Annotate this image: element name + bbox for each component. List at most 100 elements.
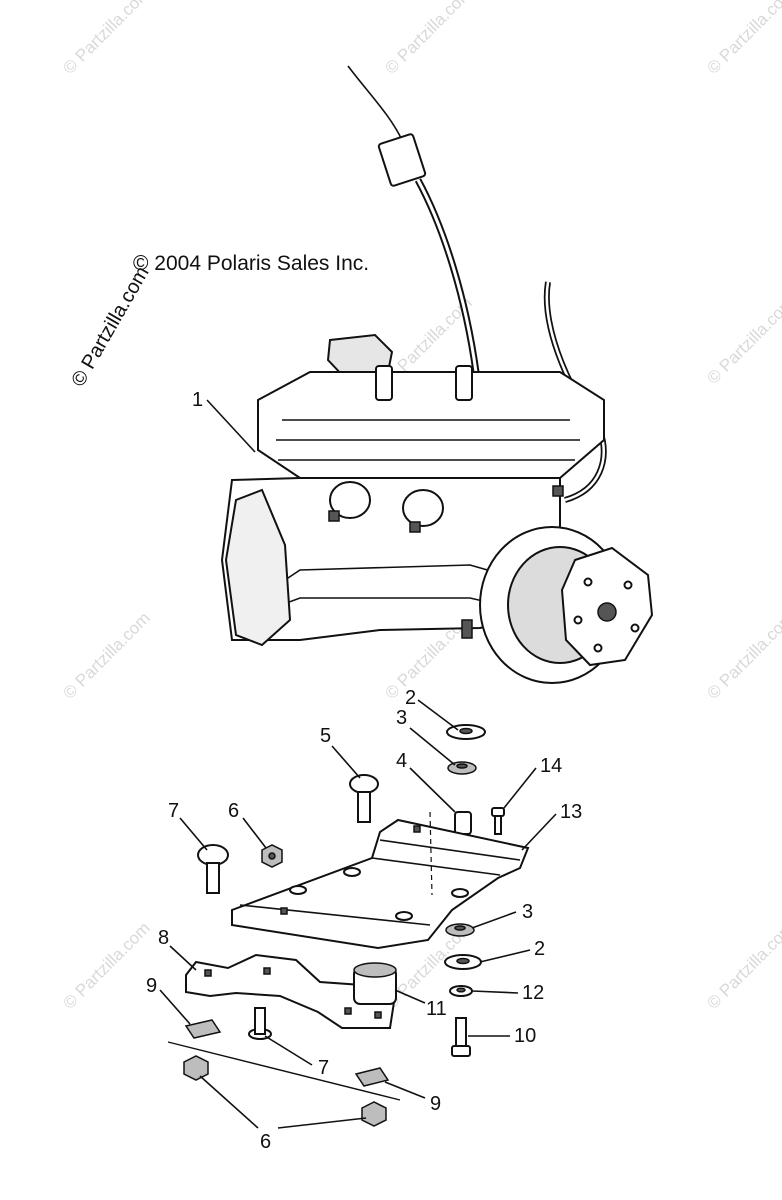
callout-2: 2 (405, 687, 416, 709)
mount-plate-13 (231, 818, 530, 950)
cylinder-head (257, 371, 605, 479)
bolt-14-shank (494, 815, 502, 835)
side-cover (224, 488, 292, 647)
leader-1 (206, 399, 256, 453)
callout-3: 3 (522, 901, 533, 923)
leader-5 (331, 745, 361, 779)
callout-13: 13 (560, 801, 582, 823)
cable-sheath-core (416, 179, 478, 373)
case-stud (552, 485, 564, 497)
plate-hole (451, 888, 469, 898)
watermark: © Partzilla.com (381, 0, 475, 78)
bolt-10-head (451, 1045, 471, 1057)
leader-3b (471, 911, 517, 929)
leader-11 (394, 989, 426, 1004)
bracket-8 (185, 953, 396, 1029)
grommet-3-lower-hole (454, 925, 466, 931)
leader-12 (471, 990, 519, 994)
clutch-bolt (593, 643, 603, 653)
square-washer-9-lower (354, 1067, 390, 1087)
alignment-line (429, 811, 433, 896)
watermark: © Partzilla.com (703, 0, 782, 78)
nut-6-lower-left (183, 1055, 209, 1081)
callout-6: 6 (228, 800, 239, 822)
port-cover (329, 481, 371, 519)
carriage-bolt-5-shank (357, 791, 371, 823)
callout-11: 11 (426, 998, 447, 1020)
leader-14 (503, 767, 537, 809)
nut-6-lower-right (361, 1101, 387, 1127)
watermark-large: © Partzilla.com (67, 263, 153, 391)
callout-14: 14 (540, 755, 562, 777)
mount-stud (461, 619, 473, 639)
port-cover (402, 489, 444, 527)
spark-plug (455, 365, 473, 401)
throttle-cable (347, 65, 403, 141)
callout-7: 7 (168, 800, 179, 822)
washer-2-upper-hole (459, 727, 473, 735)
case-stud (409, 521, 421, 533)
watermark: © Partzilla.com (703, 918, 782, 1012)
callout-9: 9 (146, 975, 157, 997)
spacer-4 (454, 811, 472, 835)
leader-3a (409, 727, 456, 766)
leader-6b-left (199, 1075, 259, 1129)
plate-bend-line (239, 904, 431, 926)
callout-1: 1 (192, 389, 203, 411)
leader-2b (479, 949, 531, 963)
plate-bend-line (371, 857, 501, 876)
watermark: © Partzilla.com (59, 0, 153, 78)
callout-5: 5 (320, 725, 331, 747)
plate-hole (289, 885, 307, 895)
square-washer-9-upper (184, 1019, 222, 1039)
nut-6-upper-hole (268, 852, 276, 860)
leader-2a (417, 699, 459, 731)
bushing-11-top (353, 962, 397, 978)
spark-plug (375, 365, 393, 401)
bracket-hole (374, 1011, 382, 1019)
cable-boot (377, 133, 427, 187)
leader-13 (521, 813, 557, 851)
leader-8 (169, 945, 197, 971)
plate-hole (395, 911, 413, 921)
callout-6: 6 (260, 1131, 271, 1153)
leader-lines (159, 399, 557, 1129)
clutch-bolt (583, 577, 593, 587)
grommet-3-upper-hole (456, 763, 468, 769)
clutch-bolt (623, 580, 633, 590)
callout-4: 4 (396, 750, 407, 772)
leader-7b (264, 1035, 313, 1066)
leader-9b (384, 1081, 426, 1099)
callout-3: 3 (396, 707, 407, 729)
callout-8: 8 (158, 927, 169, 949)
callout-labels: 1 2 3 4 5 6 7 14 13 8 3 2 11 12 9 7 10 9… (146, 389, 582, 1153)
clutch-bolt (573, 615, 583, 625)
washer-12-hole (456, 987, 466, 993)
bracket-hole (204, 969, 212, 977)
engine-assembly (220, 65, 654, 684)
plate-bend-line (379, 839, 521, 861)
watermark: © Partzilla.com (59, 608, 153, 702)
carriage-bolt-5-head (349, 774, 379, 794)
callout-9: 9 (430, 1093, 441, 1115)
carriage-bolt-7-lower-shank (254, 1007, 266, 1035)
callout-7: 7 (318, 1057, 329, 1079)
mount-hardware (167, 724, 530, 1127)
leader-7a (179, 817, 208, 851)
plate-hole (343, 867, 361, 877)
leader-4 (409, 767, 456, 813)
plate-slot (280, 907, 288, 915)
bracket-hole (263, 967, 271, 975)
watermark: © Partzilla.com (59, 918, 153, 1012)
leader-6a (242, 817, 267, 849)
watermark: © Partzilla.com (703, 293, 782, 387)
guide-line (167, 1041, 401, 1101)
case-stud (328, 510, 340, 522)
bracket-hole (344, 1007, 352, 1015)
washer-2-lower-hole (456, 957, 470, 965)
plate-slot (413, 825, 421, 833)
carriage-bolt-7-upper-shank (206, 862, 220, 894)
copyright-notice: © 2004 Polaris Sales Inc. (133, 252, 369, 275)
callout-2: 2 (534, 938, 545, 960)
